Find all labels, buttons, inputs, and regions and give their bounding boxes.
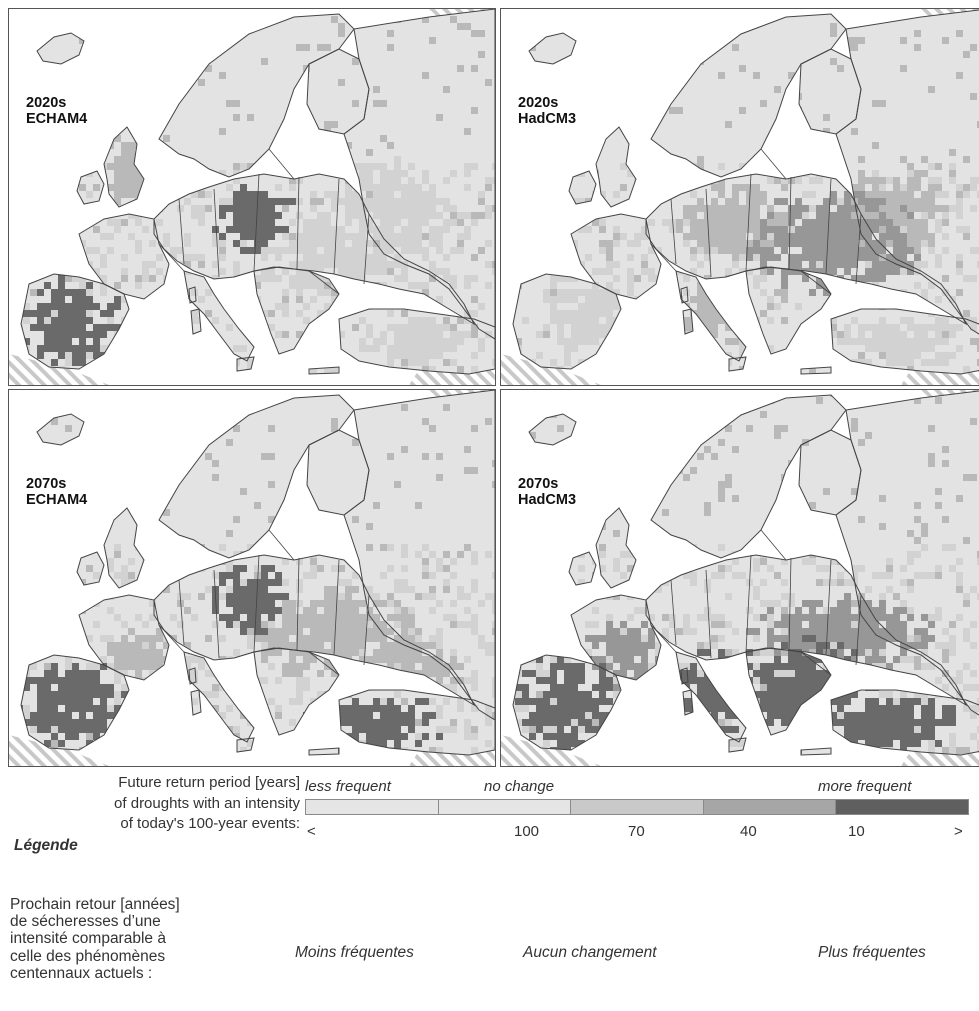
legend-color-bar [305,799,969,815]
legend-more-frequent: more frequent [818,778,912,795]
french-more-frequent: Plus fréquentes [818,944,926,961]
panel-label: 2070s HadCM3 [518,476,576,508]
panel-label: 2020s ECHAM4 [26,95,87,127]
legend-caption-line: of today's 100-year events: [120,815,300,832]
land-region [307,430,369,515]
french-caption-line: centennaux actuels : [10,964,153,982]
land-region [569,171,596,204]
panel-period: 2070s [26,476,67,492]
legend-tick: 100 [514,823,540,840]
no-data-hatch [501,354,601,385]
panel-model: ECHAM4 [26,111,88,127]
panel-period: 2070s [518,476,559,492]
land-region [651,14,846,177]
land-region [746,267,831,354]
land-region [799,430,861,515]
map-panel-2020s-echam4: 2020s ECHAM4 [8,8,496,386]
land-region [529,414,576,445]
map-panel-2070s-hadcm3: 2070s HadCM3 [500,389,979,767]
no-data-hatch [501,735,601,766]
land-region [159,14,354,177]
legend-swatch [306,800,439,814]
french-caption-line: Prochain retour [années] [10,896,180,913]
land-region [184,271,254,361]
legende-title: Légende [14,837,78,854]
panel-label: 2020s HadCM3 [518,95,576,127]
land-region [37,414,84,445]
legend-caption-line: of droughts with an intensity [114,794,300,812]
legend-swatch [438,800,572,814]
europe-map [9,390,495,766]
french-no-change: Aucun changement [523,944,657,961]
europe-map [9,9,495,385]
land-region [307,49,369,134]
legend-less-frequent: less frequent [305,778,391,795]
no-data-hatch [9,735,109,766]
panel-model: HadCM3 [518,492,577,508]
french-caption-line: celle des phénomènes [10,947,166,965]
map-panel-2070s-echam4: 2070s ECHAM4 [8,389,496,767]
legend-tick: 10 [848,823,865,840]
legend-tick: > [954,823,963,840]
legend-no-change: no change [484,778,555,795]
legend-swatch [703,800,837,814]
europe-map [501,9,979,385]
panel-model: ECHAM4 [26,492,88,508]
europe-map [501,390,979,766]
legend-tick: < [307,823,316,840]
no-data-hatch [9,354,109,385]
panel-period: 2020s [518,95,559,111]
panel-model: HadCM3 [518,111,577,127]
legend-swatch [571,800,704,814]
land-region [651,395,846,558]
legend-caption: Future return period [years] of droughts… [10,773,300,835]
legend-tick: 40 [740,823,757,840]
land-region [344,9,495,339]
legend-tick: 70 [628,823,645,840]
legend-swatch [836,800,968,814]
french-less-frequent: Moins fréquentes [295,944,414,961]
land-region [77,171,104,204]
french-caption-line: de sécheresses d’une [10,913,161,931]
land-region [159,395,354,558]
land-region [799,49,861,134]
panel-period: 2020s [26,95,67,111]
panel-label: 2070s ECHAM4 [26,476,87,508]
map-panel-2020s-hadcm3: 2020s HadCM3 [500,8,979,386]
french-caption-line: intensité comparable à [10,930,166,948]
land-region [37,33,84,64]
legend-caption-line: Future return period [years] [118,774,300,791]
land-region [529,33,576,64]
french-caption: Prochain retour [années] de sécheresses … [10,896,270,982]
